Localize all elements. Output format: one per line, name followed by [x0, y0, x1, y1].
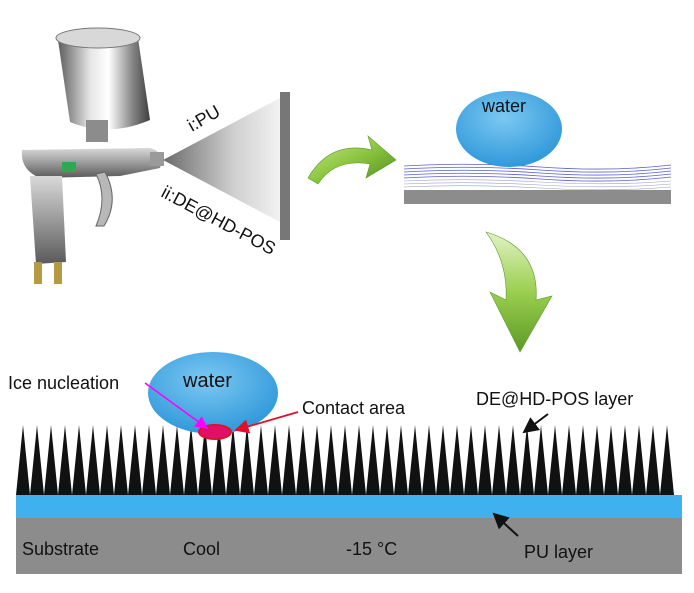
coated-surface-top	[403, 163, 672, 204]
water-label-bottom: water	[182, 370, 232, 392]
ice-nucleation-arrow	[144, 382, 209, 429]
de-layer-arrow	[522, 413, 549, 434]
curved-arrow-down-icon	[485, 231, 553, 353]
contact-area-arrow	[234, 411, 299, 434]
water-droplet-top	[456, 91, 562, 167]
spike-row	[16, 425, 674, 495]
coat-pu-label: i:PU	[184, 101, 223, 135]
ice-nucleation-label: Ice nucleation	[8, 373, 119, 393]
water-droplet-bottom	[148, 352, 278, 434]
contact-area-label: Contact area	[302, 398, 406, 418]
pu-layer	[16, 495, 682, 518]
de-layer-label: DE@HD-POS layer	[476, 389, 633, 409]
substrate-layer	[16, 518, 682, 574]
water-label-top: water	[481, 96, 526, 116]
pu-layer-arrow	[492, 512, 519, 537]
de-hd-pos-spikes	[16, 425, 674, 495]
spray-gun-icon	[21, 27, 164, 284]
contact-area-marker	[198, 424, 232, 440]
curved-arrow-right-icon	[307, 135, 397, 185]
substrate-label: Substrate	[22, 539, 99, 559]
temperature-label: -15 °C	[346, 539, 397, 559]
target-plate	[280, 92, 290, 240]
spray-cone	[163, 98, 280, 222]
pu-layer-label: PU layer	[524, 542, 593, 562]
cool-label: Cool	[183, 539, 220, 559]
